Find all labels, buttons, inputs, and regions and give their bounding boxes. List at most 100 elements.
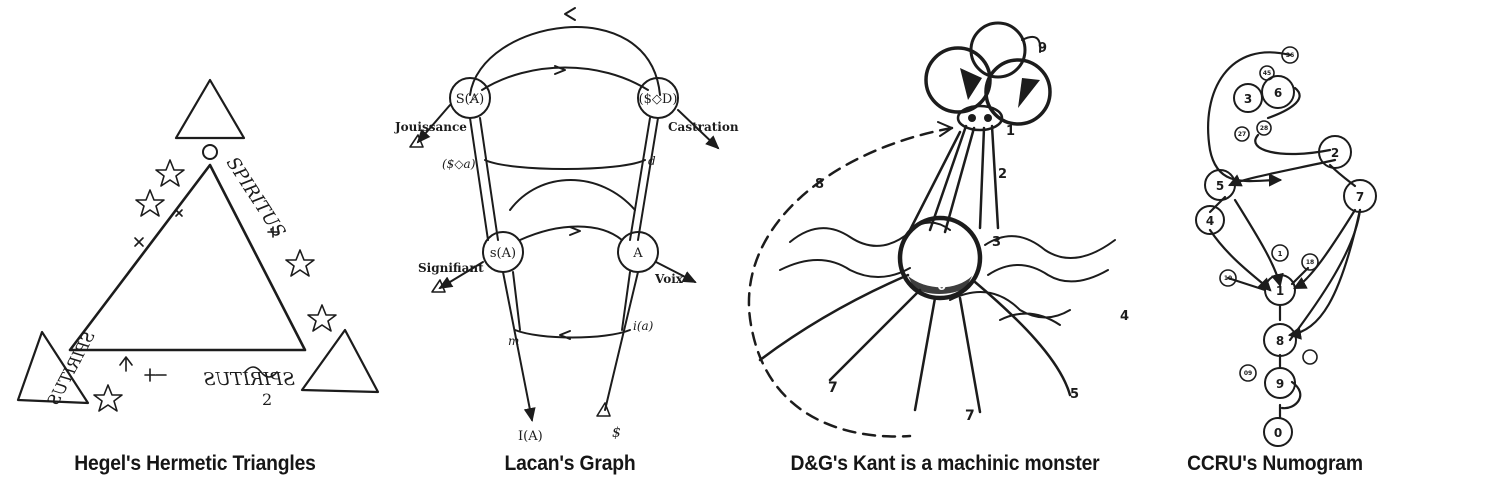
central-triangle bbox=[68, 163, 307, 352]
left-vertical-upper-2 bbox=[479, 117, 499, 241]
eye-right bbox=[984, 58, 1052, 126]
label-ia: i(a) bbox=[633, 319, 654, 333]
label-IA: I(A) bbox=[518, 429, 543, 444]
node-s-A-label: s(A) bbox=[490, 246, 516, 261]
zone-9 bbox=[1264, 367, 1296, 399]
eye-top-curl bbox=[1021, 36, 1042, 53]
num-7b: 7 bbox=[965, 408, 975, 424]
zone-4-label: 4 bbox=[1206, 214, 1214, 228]
num-4: 4 bbox=[1120, 309, 1129, 324]
zone-1 bbox=[1264, 274, 1296, 306]
lower-arc bbox=[519, 225, 623, 241]
caption-ccru: CCRU's Numogram bbox=[1187, 452, 1363, 475]
inscription-bottom: SPIRITUS bbox=[203, 369, 295, 390]
eye-left-pupil bbox=[960, 68, 982, 100]
small-45 bbox=[1259, 65, 1275, 81]
right-vertical-upper bbox=[637, 117, 659, 241]
left-lower-line bbox=[502, 271, 536, 422]
small-18-label: 18 bbox=[1306, 259, 1314, 266]
barred-s-triangle bbox=[596, 402, 611, 417]
jouissance-triangle bbox=[409, 134, 424, 148]
right-lower-line-2 bbox=[621, 271, 631, 331]
castration-arrow bbox=[677, 109, 720, 150]
tentacles bbox=[908, 124, 1000, 234]
upper-inner-arc bbox=[481, 66, 649, 91]
label-jouissance: Jouissance bbox=[394, 120, 467, 134]
inscription-left: SPIRITUS bbox=[43, 328, 98, 409]
label-barred-s: $ bbox=[612, 425, 621, 441]
dashed-arrowhead bbox=[937, 121, 953, 137]
label-signifiant: Signifiant bbox=[418, 261, 484, 275]
waves bbox=[779, 221, 1116, 326]
small-36 bbox=[1281, 46, 1299, 64]
small-09 bbox=[1239, 364, 1257, 382]
zone-5 bbox=[1204, 169, 1236, 201]
num-5: 5 bbox=[1070, 387, 1079, 402]
spread-lines bbox=[758, 273, 1072, 414]
inscription-right: SPIRITUS bbox=[222, 153, 290, 241]
small-nodes bbox=[1219, 46, 1319, 382]
lower-loop-arrowhead bbox=[559, 330, 571, 340]
node-A-label: A bbox=[632, 246, 643, 261]
caption-hegel: Hegel's Hermetic Triangles bbox=[74, 452, 316, 475]
left-small-triangle bbox=[16, 330, 90, 405]
head-dot-2 bbox=[984, 114, 992, 122]
lower-arrowhead bbox=[569, 226, 581, 236]
voix-arrow bbox=[655, 261, 697, 283]
small-10 bbox=[1219, 269, 1237, 287]
small-18 bbox=[1301, 253, 1319, 271]
num-3: 3 bbox=[992, 235, 1001, 250]
zone-8-label: 8 bbox=[1276, 334, 1284, 348]
zone-8 bbox=[1263, 323, 1297, 357]
zone-0-label: 0 bbox=[1274, 426, 1282, 440]
right-small-triangle bbox=[300, 328, 380, 394]
mid-arc bbox=[509, 179, 636, 211]
num-9: 9 bbox=[1038, 41, 1047, 56]
hegel-diagram: SPIRITUS SPIRITUS SPIRITUS 2 bbox=[16, 78, 380, 412]
zone-6-label: 6 bbox=[1274, 86, 1282, 100]
lower-loop bbox=[514, 329, 631, 339]
zone-2-label: 2 bbox=[1331, 146, 1339, 160]
caption-lacan: Lacan's Graph bbox=[504, 452, 636, 475]
num-7a: 7 bbox=[828, 380, 838, 396]
small-45-label: 45 bbox=[1263, 70, 1271, 77]
zone-5-label: 5 bbox=[1216, 179, 1224, 193]
numeral-mark: 2 bbox=[262, 390, 272, 409]
zone-2 bbox=[1318, 135, 1352, 169]
right-vertical-upper-2 bbox=[629, 117, 651, 241]
right-lower-line bbox=[604, 271, 639, 411]
zone-0 bbox=[1263, 417, 1293, 447]
upper-arrowhead bbox=[554, 65, 566, 75]
small-1-label: 1 bbox=[1278, 250, 1283, 258]
zone-7-label: 7 bbox=[1356, 190, 1364, 204]
small-1 bbox=[1271, 244, 1289, 262]
star-glyphs bbox=[93, 159, 337, 412]
left-vertical-upper bbox=[469, 117, 489, 241]
small-28-label: 28 bbox=[1260, 125, 1268, 132]
caption-dg: D&G's Kant is a machinic monster bbox=[790, 452, 1100, 475]
zone-1-label: 1 bbox=[1276, 284, 1284, 298]
numogram: 0 1 2 3 4 5 6 7 8 9 36 45 27 28 10 18 09… bbox=[1195, 46, 1377, 447]
num-1: 1 bbox=[1006, 124, 1015, 139]
left-lower-line-2 bbox=[512, 271, 521, 331]
node-S-barred-A-label: S(A̸) bbox=[456, 92, 484, 107]
zone-9-label: 9 bbox=[1276, 377, 1284, 391]
lacan-graph: S(A̸) ($◇D) s(A) A Jouissance Castration… bbox=[394, 7, 739, 444]
small-10-label: 10 bbox=[1224, 275, 1232, 282]
zone-3-label: 3 bbox=[1244, 92, 1252, 106]
small-28 bbox=[1256, 120, 1272, 136]
zone-4 bbox=[1195, 205, 1225, 235]
upper-loop bbox=[484, 159, 646, 170]
apex-circle bbox=[202, 144, 218, 160]
label-voix: Voix bbox=[654, 272, 684, 286]
zone-7 bbox=[1343, 179, 1377, 213]
head bbox=[956, 104, 1004, 132]
hatched-zone bbox=[908, 276, 972, 294]
outer-arc bbox=[469, 26, 661, 96]
dashed-arc bbox=[747, 126, 954, 438]
zone-6 bbox=[1261, 75, 1295, 109]
head-dot-1 bbox=[968, 114, 976, 122]
small-27 bbox=[1234, 126, 1250, 142]
central-circle bbox=[897, 215, 983, 301]
eye-right-pupil bbox=[1018, 78, 1040, 108]
